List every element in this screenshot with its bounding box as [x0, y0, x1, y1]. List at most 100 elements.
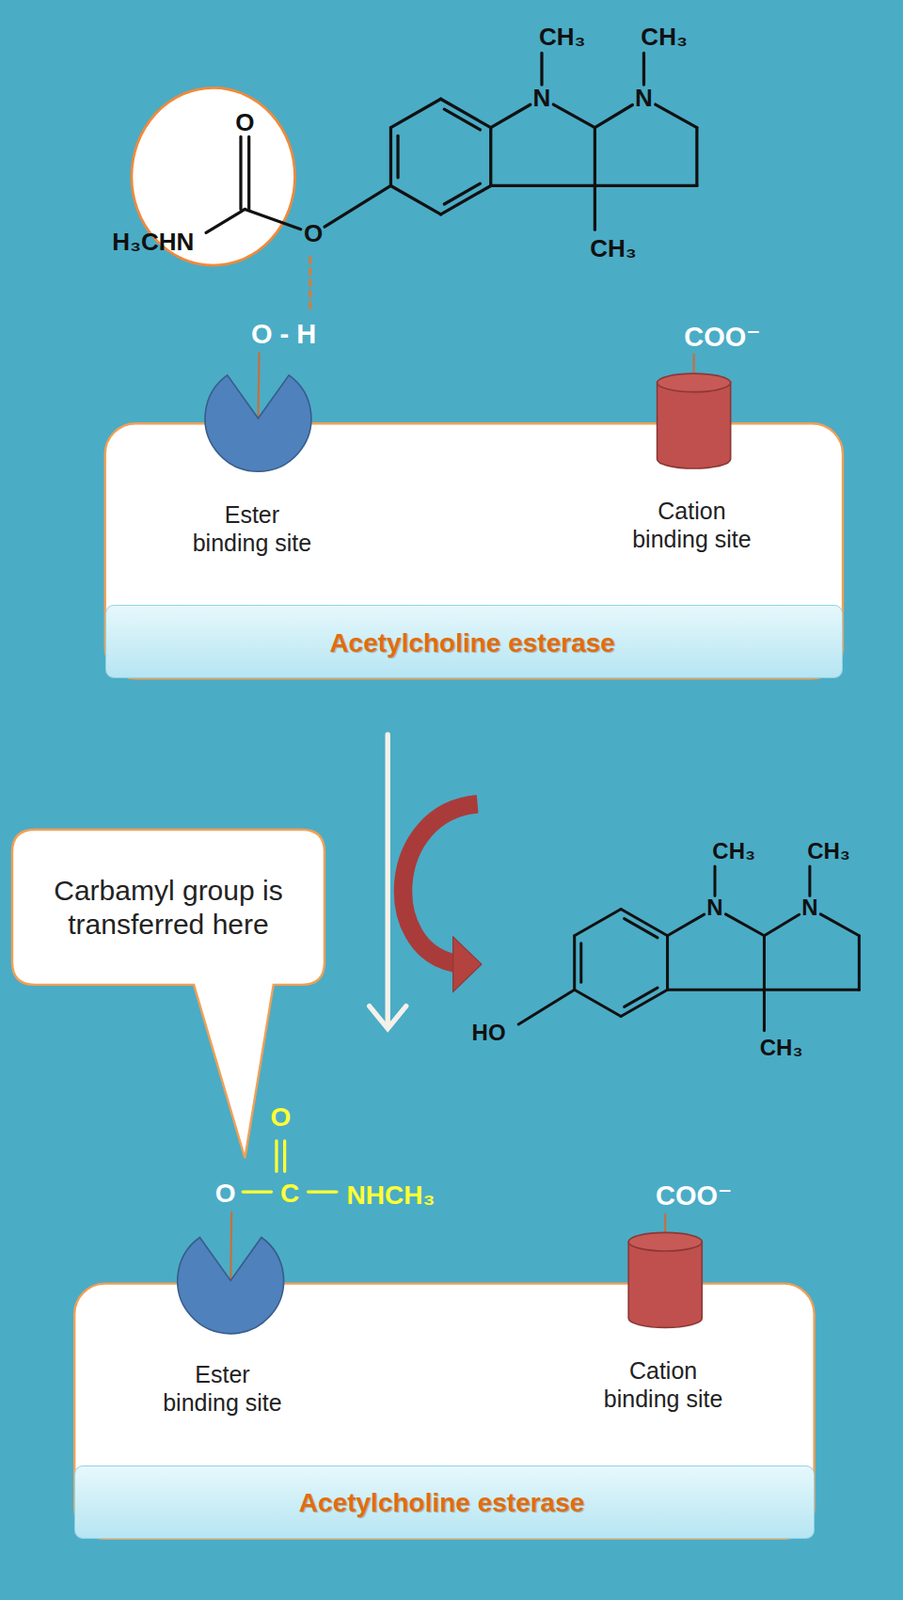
- cation-site-symbol: [657, 382, 731, 469]
- bond-line: [244, 208, 301, 229]
- bond-line: [642, 52, 646, 85]
- cation-site-top: [657, 373, 731, 393]
- atom-label: N: [634, 85, 653, 111]
- atom-label: N: [801, 896, 818, 919]
- physostigmine-skeleton: [518, 866, 859, 1031]
- enzyme-box: Ester binding site Cation binding siteAce…: [74, 1283, 814, 1539]
- bond-line: [725, 914, 764, 936]
- carbamyl-atom: NHCH₃: [347, 1182, 436, 1209]
- atom-label: CH₃: [640, 24, 688, 49]
- single-bond: [242, 1189, 271, 1193]
- callout-text: Carbamyl group is transferred here: [31, 873, 305, 942]
- site-label: Ester binding site: [156, 1360, 288, 1417]
- atom-label: HO: [472, 1021, 507, 1045]
- bond-line: [695, 127, 698, 187]
- atom-label: CH₃: [760, 1036, 804, 1060]
- bond-line: [857, 935, 861, 991]
- carbamyl-atom: C: [280, 1180, 300, 1207]
- bond-line: [574, 989, 621, 1016]
- bond-line: [238, 136, 242, 209]
- release-arrow: [403, 804, 478, 964]
- bond-line: [624, 918, 658, 938]
- bond-line: [620, 989, 667, 1016]
- bond-line: [762, 989, 766, 1030]
- atom-label: O: [235, 109, 254, 139]
- atom-label: N: [533, 85, 552, 111]
- bond-line: [553, 104, 595, 128]
- bond-line: [655, 104, 698, 128]
- atom-label: H₃CHN: [111, 229, 194, 254]
- enzyme-name: Acetylcholine esterase: [299, 1487, 586, 1520]
- ester-site-symbol: [177, 1237, 285, 1334]
- bond-line: [574, 908, 621, 935]
- bond-line: [667, 914, 705, 936]
- bond-line: [441, 98, 492, 127]
- bond-line: [579, 943, 583, 983]
- bond-line: [572, 935, 576, 991]
- hydroxyl-label: O - H: [251, 319, 317, 348]
- bond-line: [441, 185, 492, 214]
- atom-label: CH₃: [712, 839, 756, 863]
- bond-line: [390, 98, 441, 127]
- bond-line: [820, 914, 859, 936]
- bond-line: [491, 184, 596, 188]
- enzyme-box-outline: [105, 423, 843, 679]
- bond-line: [807, 866, 811, 896]
- bond-line: [763, 914, 799, 935]
- site-label: Cation binding site: [597, 1356, 729, 1413]
- double-bond: [274, 1140, 278, 1173]
- bond-line: [390, 185, 441, 214]
- release-arrowhead: [453, 936, 482, 993]
- atom-label: CH₃: [807, 839, 851, 863]
- hydrogen-bond-dash: [308, 256, 312, 308]
- carbamyl-atom: O: [269, 1104, 291, 1131]
- bond-line: [443, 183, 480, 205]
- enzyme-band: Acetylcholine esterase: [74, 1465, 814, 1539]
- bond-line: [594, 184, 697, 188]
- serine-oxygen: O: [215, 1180, 237, 1207]
- enzyme-box-outline: [74, 1283, 814, 1539]
- bond-line: [205, 208, 245, 233]
- site-stem: [257, 352, 259, 418]
- site-stem: [230, 1212, 232, 1282]
- enzyme-band: Acetylcholine esterase: [105, 604, 843, 679]
- bond-line: [539, 52, 543, 85]
- site-label: Ester binding site: [186, 500, 318, 557]
- ester-site-symbol: [205, 375, 312, 472]
- bond-line: [247, 136, 251, 209]
- bond-line: [593, 185, 597, 230]
- bond-line: [624, 987, 658, 1007]
- atom-label: CH₃: [589, 236, 637, 261]
- molecule-drawing: [177, 52, 860, 1333]
- bond-line: [712, 866, 716, 896]
- enzyme-name: Acetylcholine esterase: [329, 628, 616, 661]
- single-bond: [308, 1189, 337, 1193]
- cation-site-symbol: [628, 1241, 702, 1328]
- bond-line: [389, 127, 393, 187]
- physostigmine-skeleton: [205, 52, 698, 233]
- bond-line: [593, 127, 597, 187]
- bond-line: [665, 935, 669, 991]
- callout-outline: [12, 829, 325, 1158]
- bond-line: [518, 989, 575, 1025]
- bond-line: [620, 908, 667, 935]
- bond-line: [491, 104, 531, 127]
- callout-bubble: Carbamyl group is transferred here: [12, 829, 325, 985]
- atom-label: N: [706, 896, 723, 919]
- reaction-arrowhead: [369, 1006, 407, 1030]
- carboxylate-label: COO⁻: [683, 322, 761, 350]
- bond-line: [763, 988, 859, 992]
- bond-line: [489, 127, 492, 187]
- bond-line: [594, 104, 633, 127]
- bond-line: [443, 109, 480, 130]
- bond-line: [396, 135, 399, 177]
- enzyme-box: Ester binding site Cation binding siteAce…: [105, 423, 843, 679]
- atom-label: O: [303, 221, 323, 246]
- double-bond: [283, 1140, 286, 1173]
- reaction-arrow: [384, 734, 390, 1027]
- bond-line: [667, 988, 765, 992]
- node-outlines: [12, 87, 843, 1539]
- atom-label: CH₃: [538, 24, 587, 49]
- site-label: Cation binding site: [625, 496, 758, 554]
